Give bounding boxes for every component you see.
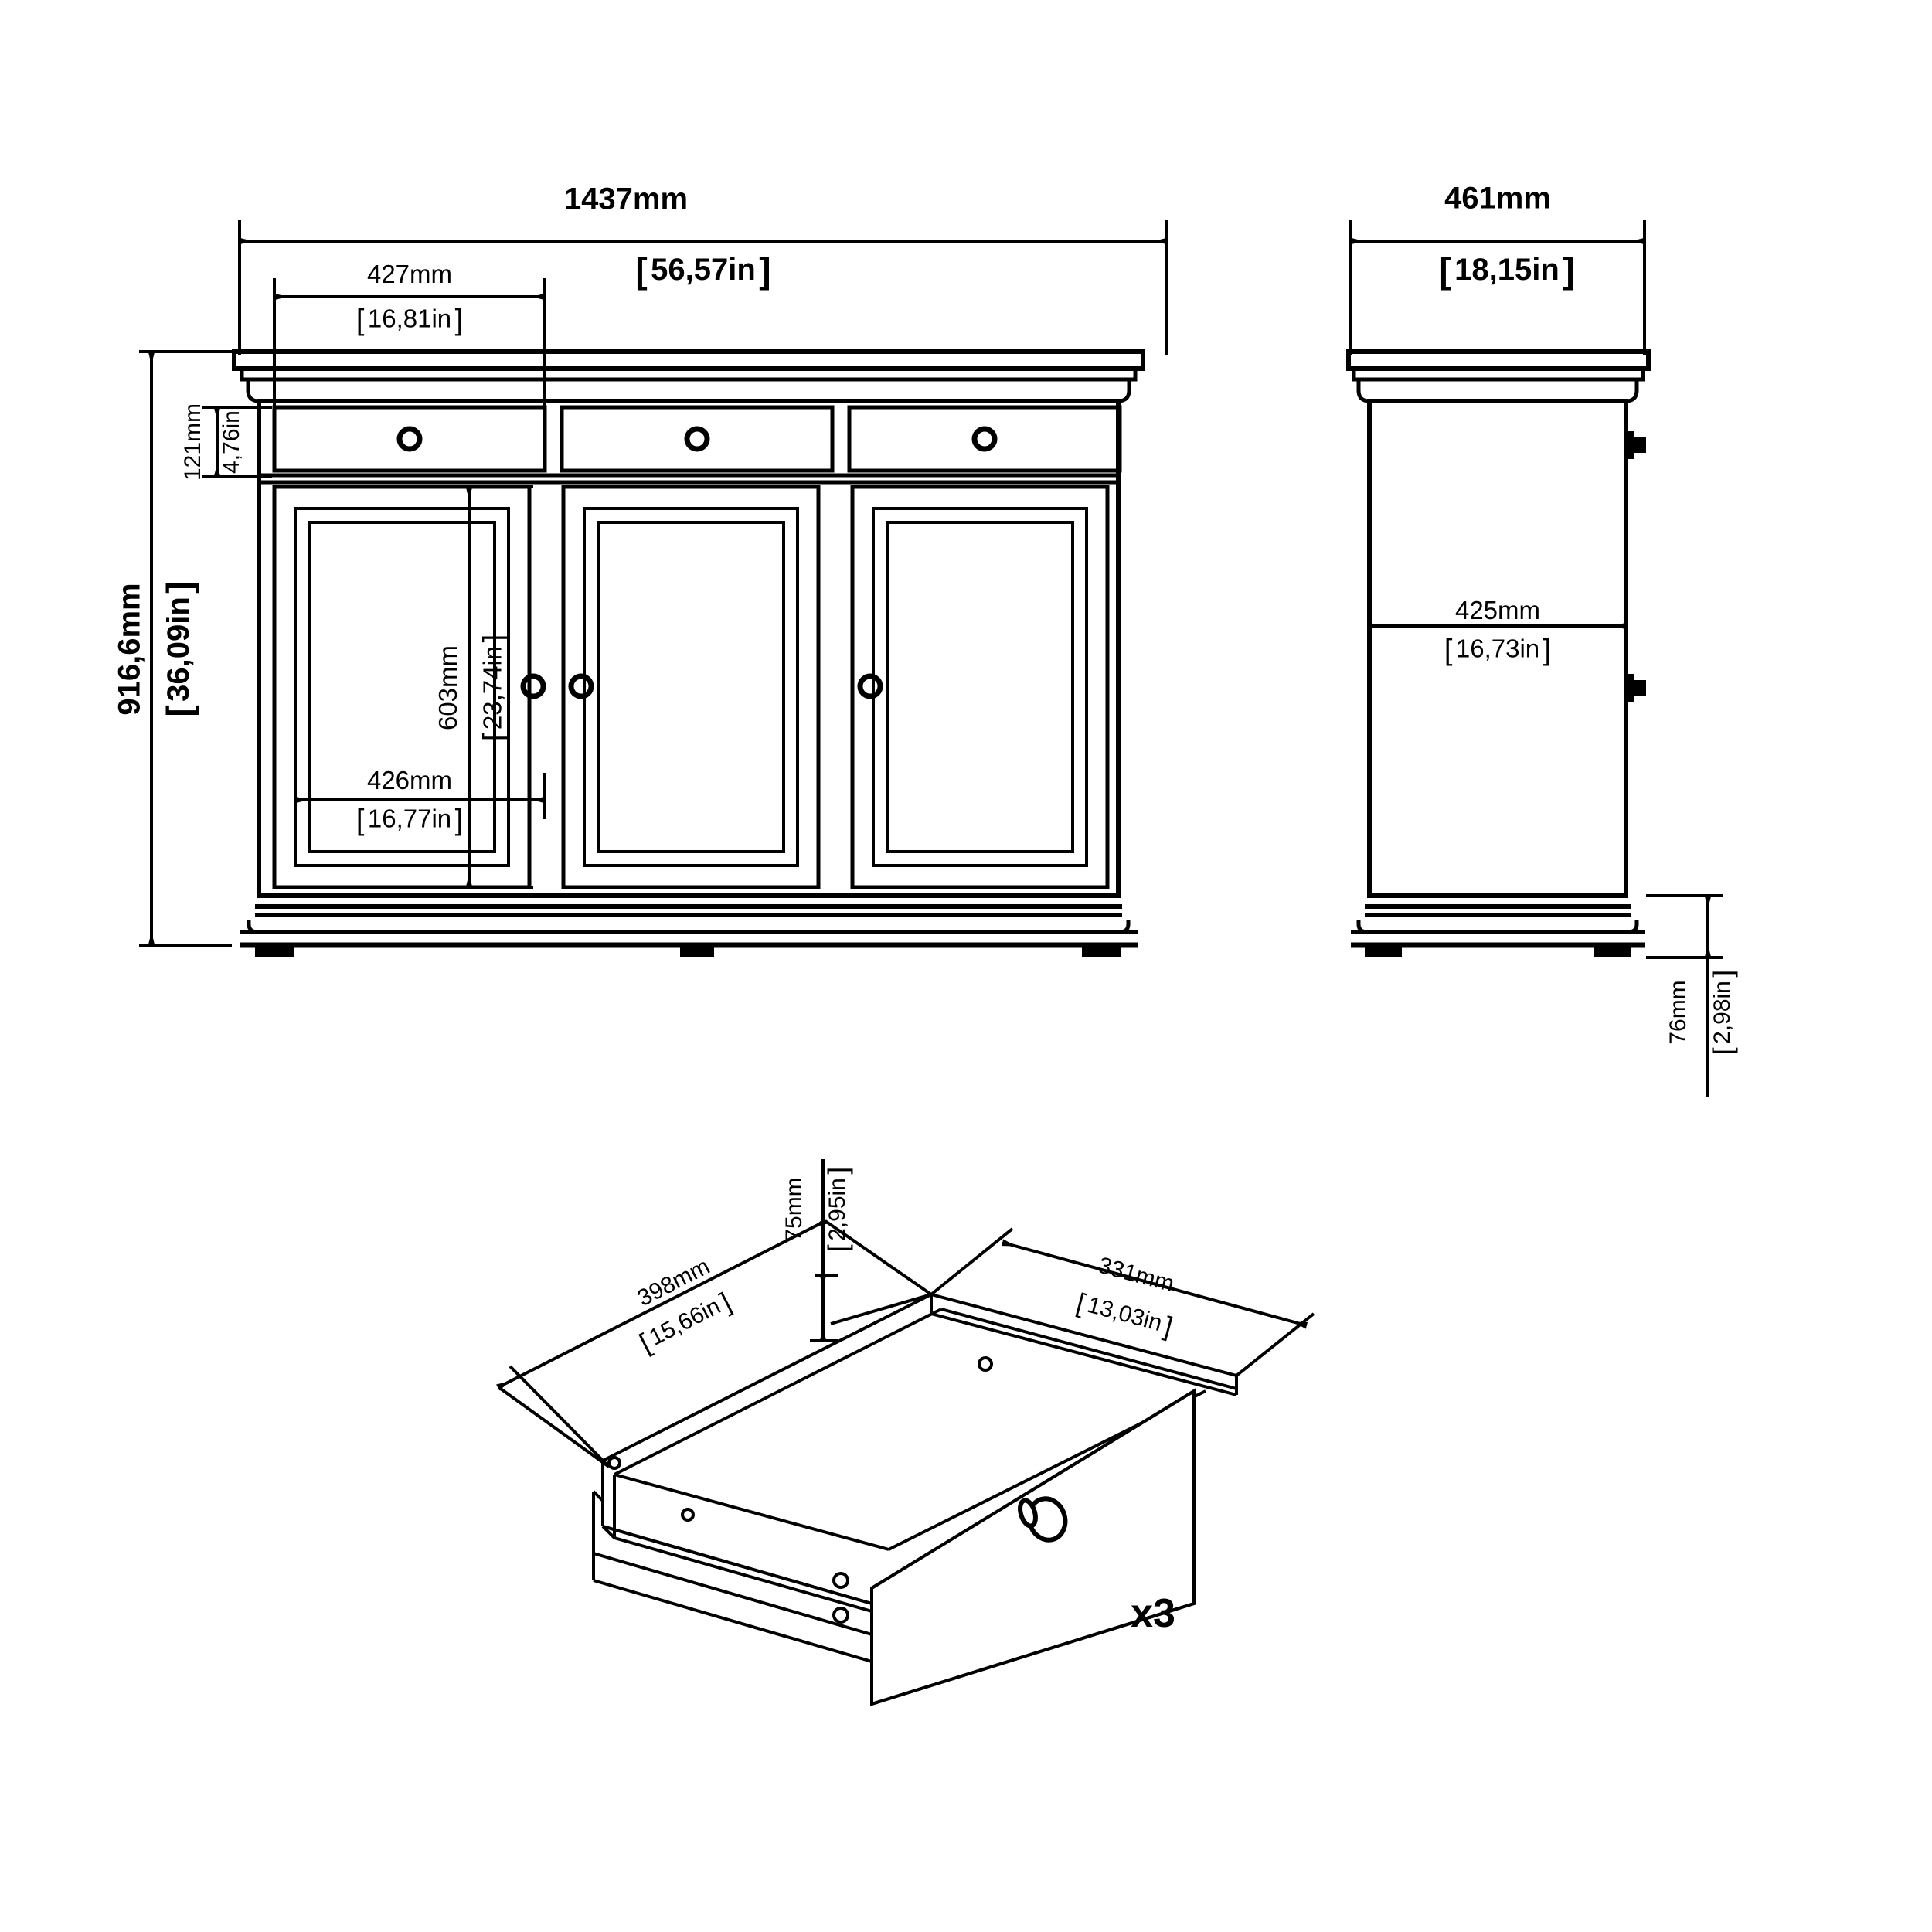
bracket-close: ] xyxy=(159,581,199,594)
bracket-open: [ xyxy=(355,804,365,837)
label-door-height-in-wrap: [ 23,74in ] xyxy=(478,634,512,741)
label-door-width-in: 16,77in xyxy=(367,804,452,833)
screw-hole-front xyxy=(832,1572,849,1589)
bracket-close: ] xyxy=(1563,250,1575,291)
front-elevation-view xyxy=(139,220,1168,957)
dim-overall-width xyxy=(238,220,1168,355)
label-drawer-width-in: 16,81in xyxy=(367,304,452,333)
dim-drawer-width xyxy=(496,1217,933,1468)
dim-drawer-height xyxy=(202,406,272,478)
foot-left xyxy=(255,945,294,957)
label-door-height-mm: 603mm xyxy=(434,645,462,731)
front-drawer-row xyxy=(259,405,1122,485)
screw-hole-back xyxy=(978,1356,993,1372)
label-overall-height-in-wrap: [ 36,09in ] xyxy=(158,581,200,716)
screw-hole-front-2 xyxy=(832,1607,849,1624)
dim-side-inner-depth xyxy=(1368,587,1628,680)
front-cornice xyxy=(232,349,1145,403)
bracket-close: ] xyxy=(1543,634,1552,667)
door-1[interactable] xyxy=(272,485,546,889)
hinge-lower xyxy=(1626,674,1646,702)
bracket-open: [ xyxy=(1708,1047,1738,1056)
front-door-row xyxy=(272,485,1110,889)
hinge-upper xyxy=(1626,431,1646,459)
label-side-depth-in: 18,15in xyxy=(1454,253,1560,287)
label-overall-height-in: 36,09in xyxy=(162,597,196,702)
bracket-open: [ xyxy=(823,1244,853,1253)
drawer-front-2[interactable] xyxy=(560,405,835,473)
side-plinth xyxy=(1351,893,1645,957)
label-side-depth-mm: 461mm xyxy=(1444,181,1551,216)
label-side-inner-depth-in: 16,73in xyxy=(1455,634,1540,663)
dim-plinth-height xyxy=(1646,894,1723,1097)
label-door-width-in-wrap: [ 16,77in ] xyxy=(356,804,463,838)
drawer-detail-view xyxy=(496,1159,1315,1706)
label-door-height-in: 23,74in xyxy=(478,645,507,730)
side-hinges xyxy=(1626,431,1646,702)
label-plinth-height-in-wrap: [ 2,98in ] xyxy=(1708,970,1739,1055)
screw-hole-left xyxy=(607,1456,621,1470)
bracket-close: ] xyxy=(759,250,771,291)
drawer-front-3[interactable] xyxy=(847,405,1122,473)
door-knob-1[interactable] xyxy=(520,673,546,699)
label-drawer-width-in-wrap: [ 16,81in ] xyxy=(356,304,463,338)
label-side-depth-in-wrap: [ 18,15in ] xyxy=(1439,250,1574,291)
bracket-open: [ xyxy=(355,304,365,337)
side-foot-left xyxy=(1365,945,1402,957)
label-overall-width-in: 56,57in xyxy=(651,253,756,287)
drawer-knob-2[interactable] xyxy=(684,426,710,452)
drawer-knob-1[interactable] xyxy=(396,426,423,452)
door-3[interactable] xyxy=(850,485,1110,889)
door-knob-3[interactable] xyxy=(857,673,883,699)
bracket-open: [ xyxy=(1439,250,1451,291)
side-elevation-view xyxy=(1346,220,1723,1097)
drawer-detail-knob[interactable] xyxy=(1017,1494,1070,1544)
foot-center xyxy=(680,945,714,957)
dim-side-depth xyxy=(1349,220,1646,355)
label-overall-height-mm: 916,6mm xyxy=(112,583,147,716)
screw-hole-rail xyxy=(681,1508,695,1522)
foot-right xyxy=(1082,945,1121,957)
front-plinth xyxy=(240,893,1138,957)
side-cornice xyxy=(1346,349,1651,403)
dim-door-width xyxy=(294,773,546,819)
label-drawer-width-mm: 427mm xyxy=(366,260,453,288)
door-knob-2[interactable] xyxy=(568,673,594,699)
dim-overall-height xyxy=(139,350,232,947)
label-plinth-height-in: 2,98in xyxy=(1709,981,1735,1044)
bracket-open: [ xyxy=(635,250,648,291)
label-drawer-detail-height-in: 2,95in xyxy=(825,1178,850,1241)
dim-drawer-depth xyxy=(930,1227,1315,1377)
bracket-open: [ xyxy=(1444,634,1453,667)
label-drawer-detail-height-mm: 75mm xyxy=(781,1177,807,1242)
label-drawer-height-mm: 121mm xyxy=(180,403,206,481)
drawer-knob-3[interactable] xyxy=(971,426,998,452)
label-overall-width-in-wrap: [ 56,57in ] xyxy=(635,250,770,291)
drawer-front-1[interactable] xyxy=(272,405,547,473)
drawer-front-panel[interactable] xyxy=(870,1388,1196,1706)
bracket-close: ] xyxy=(454,304,464,337)
label-overall-width-mm: 1437mm xyxy=(563,182,689,216)
dim-drawer-width xyxy=(273,278,546,406)
label-plinth-height-mm: 76mm xyxy=(1665,980,1691,1045)
side-foot-right xyxy=(1594,945,1631,957)
door-2[interactable] xyxy=(561,485,821,889)
label-side-inner-depth-in-wrap: [ 16,73in ] xyxy=(1444,634,1551,668)
drawer-side-rails xyxy=(592,1456,873,1704)
dim-door-height xyxy=(465,485,533,889)
label-door-width-mm: 426mm xyxy=(366,766,453,794)
bracket-open: [ xyxy=(478,733,511,742)
bracket-open: [ xyxy=(159,705,199,717)
bracket-close: ] xyxy=(478,634,511,643)
bracket-close: ] xyxy=(1708,969,1738,978)
bracket-close: ] xyxy=(823,1166,853,1175)
label-drawer-height-in: 4,76in xyxy=(219,410,244,474)
label-drawer-quantity: x3 xyxy=(1131,1591,1175,1636)
bracket-close: ] xyxy=(454,804,464,837)
label-side-inner-depth-mm: 425mm xyxy=(1454,596,1541,624)
label-drawer-detail-height-in-wrap: [ 2,95in ] xyxy=(823,1167,854,1252)
